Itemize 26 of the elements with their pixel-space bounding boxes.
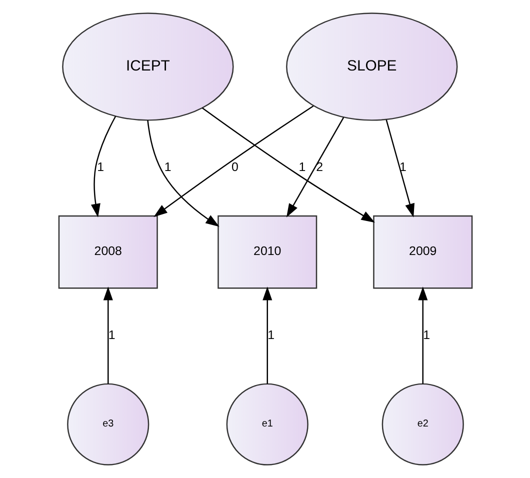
edge-label: 0 [231, 160, 238, 174]
arrow [201, 108, 374, 223]
edge-label: 1 [164, 160, 171, 174]
arrow [102, 286, 112, 384]
arrow [262, 286, 272, 384]
node-circle: e3 [66, 383, 149, 466]
node-box: 2010 [217, 215, 317, 289]
arrow [418, 286, 428, 384]
node-box: 2009 [372, 215, 472, 289]
edge-label: 1 [108, 328, 115, 342]
edge-label: 1 [298, 160, 306, 174]
edge-label: 1 [399, 160, 406, 174]
arrow [286, 117, 344, 218]
edge-label: 2 [316, 160, 323, 174]
arrow [90, 116, 116, 218]
arrow [385, 120, 414, 218]
node-box: 2008 [58, 215, 158, 289]
edge-label: 1 [96, 160, 104, 174]
node-circle: e1 [226, 383, 308, 466]
arrow [153, 105, 314, 217]
edge-label: 1 [267, 328, 274, 342]
node-ellipse: SLOPE [286, 12, 458, 121]
arrow [146, 120, 219, 227]
node-ellipse: ICEPT [62, 12, 234, 121]
edge-label: 1 [422, 328, 430, 342]
node-circle: e2 [381, 383, 464, 466]
